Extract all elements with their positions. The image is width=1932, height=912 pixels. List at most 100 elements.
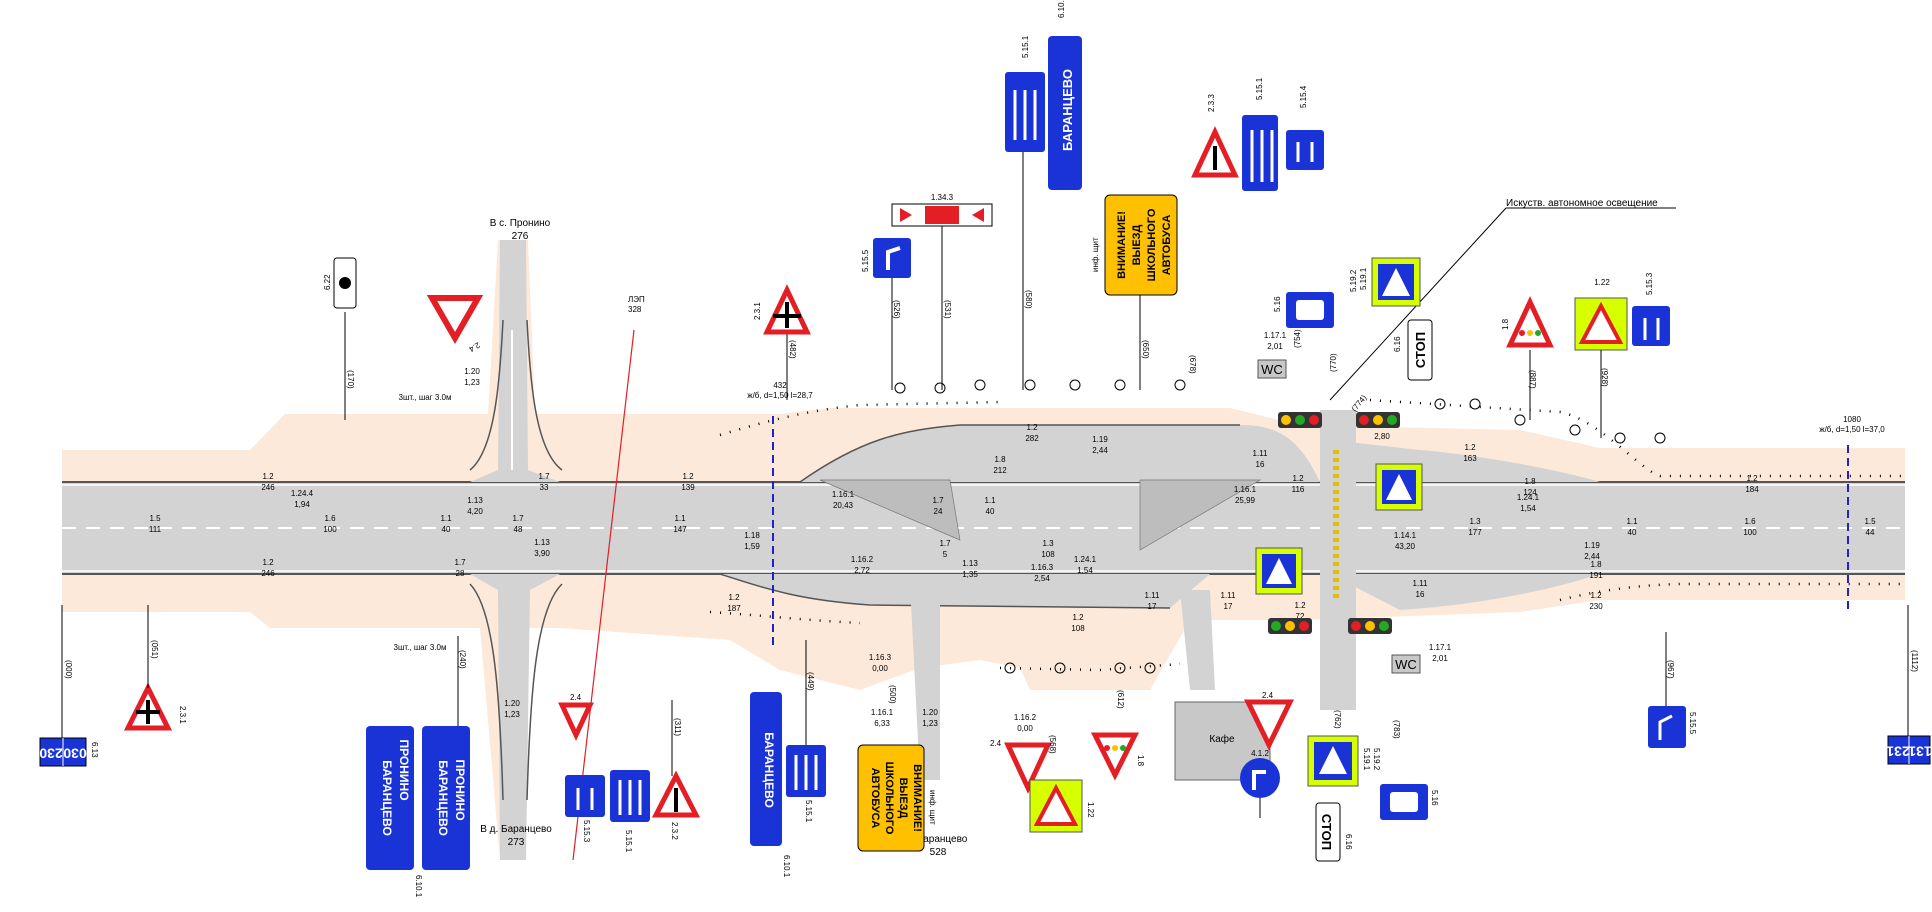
- svg-text:5.19.1: 5.19.1: [1359, 267, 1368, 290]
- svg-text:(568): (568): [1048, 735, 1057, 754]
- svg-text:6.22: 6.22: [323, 274, 332, 290]
- sign-2-4-bottom: 2.4: [558, 693, 594, 741]
- svg-text:0,00: 0,00: [872, 664, 888, 673]
- svg-text:(774): (774): [1350, 393, 1369, 413]
- svg-text:ШКОЛЬНОГО: ШКОЛЬНОГО: [883, 762, 895, 835]
- wc-label-bottom: WC: [1395, 657, 1417, 672]
- svg-text:СТОП: СТОП: [1319, 814, 1334, 850]
- svg-text:100: 100: [1743, 528, 1757, 537]
- svg-text:1,35: 1,35: [962, 570, 978, 579]
- sign-1-8-top: 1.8 (887): [1501, 296, 1554, 420]
- svg-text:4,20: 4,20: [467, 507, 483, 516]
- svg-text:25,99: 25,99: [1235, 496, 1256, 505]
- svg-text:2,01: 2,01: [1267, 342, 1283, 351]
- intersection-distances: (754) (770) (774): [1293, 329, 1369, 413]
- svg-text:1.1: 1.1: [984, 496, 996, 505]
- svg-text:ВНИМАНИЕ!: ВНИМАНИЕ!: [1116, 211, 1128, 279]
- svg-text:2.3.2: 2.3.2: [670, 822, 679, 840]
- svg-text:1.2: 1.2: [1746, 474, 1758, 483]
- sign-5-16-top: 5.16: [1273, 292, 1334, 328]
- sign-5-19-1-left: [1255, 547, 1303, 595]
- svg-text:33: 33: [540, 483, 549, 492]
- guardrails: [709, 398, 1905, 672]
- wc-blocks: WC WC: [1257, 359, 1421, 674]
- svg-text:2,44: 2,44: [1584, 552, 1600, 561]
- svg-text:17: 17: [1224, 602, 1233, 611]
- svg-text:(1112): (1112): [1910, 650, 1919, 672]
- svg-text:ВЫЕЗД: ВЫЕЗД: [897, 778, 909, 819]
- sign-6-10-1-bottom-a: БАРАНЦЕВО ПРОНИНО 6.10.1: [366, 726, 423, 898]
- svg-text:5.15.1: 5.15.1: [804, 800, 813, 823]
- svg-text:2,54: 2,54: [1034, 574, 1050, 583]
- svg-text:АВТОБУСА: АВТОБУСА: [1161, 215, 1173, 276]
- svg-text:108: 108: [1041, 550, 1055, 559]
- svg-text:1,23: 1,23: [922, 719, 938, 728]
- sign-6-10-1-bottom-mid: БАРАНЦЕВО 6.10.1 (449): [750, 640, 815, 878]
- svg-text:(311): (311): [673, 718, 682, 736]
- svg-text:1.3: 1.3: [1469, 517, 1481, 526]
- svg-text:43,20: 43,20: [1395, 542, 1416, 551]
- wc-label-top: WC: [1261, 362, 1283, 377]
- svg-text:6.10.1: 6.10.1: [414, 875, 423, 898]
- svg-text:111: 111: [149, 525, 162, 534]
- svg-text:БАРАНЦЕВО: БАРАНЦЕВО: [380, 760, 394, 836]
- svg-text:1.2: 1.2: [1292, 474, 1304, 483]
- svg-text:5.15.1: 5.15.1: [1021, 35, 1030, 58]
- svg-text:4.1.2: 4.1.2: [1251, 749, 1269, 758]
- svg-text:1,59: 1,59: [744, 542, 760, 551]
- svg-text:АВТОБУСА: АВТОБУСА: [869, 768, 881, 829]
- svg-text:(678): (678): [1188, 355, 1197, 374]
- sign-2-3-2: 2.3.2 (311): [651, 700, 701, 840]
- camera-icon: [339, 277, 351, 289]
- sign-5-16-bottom: 5.16 (783): [1380, 720, 1439, 820]
- svg-text:1,54: 1,54: [1077, 566, 1093, 575]
- svg-text:1.24.1: 1.24.1: [1074, 555, 1097, 564]
- svg-text:40: 40: [442, 525, 451, 534]
- sign-5-15-3-bottom: 5.15.3: [565, 775, 605, 843]
- barantsevo2-label: Баранцево: [917, 834, 968, 845]
- svg-text:1,23: 1,23: [504, 710, 520, 719]
- svg-text:(770): (770): [1329, 353, 1338, 372]
- sign-1-22-top: 1.22 (928): [1574, 278, 1628, 438]
- svg-text:(612): (612): [1116, 690, 1125, 709]
- svg-text:5.15.1: 5.15.1: [1255, 77, 1264, 100]
- svg-text:184: 184: [1745, 485, 1759, 494]
- svg-text:1.22: 1.22: [1086, 802, 1095, 818]
- svg-text:1.11: 1.11: [1253, 449, 1269, 458]
- sign-6-16-top: СТОП 6.16: [1393, 319, 1433, 381]
- sign-2-3-3: 2.3.3 (678): [1188, 94, 1239, 374]
- sign-5-19-1-mid: [1375, 463, 1423, 511]
- svg-text:(887): (887): [1528, 370, 1537, 389]
- svg-text:1.24.4: 1.24.4: [291, 489, 314, 498]
- svg-text:1.2: 1.2: [682, 472, 694, 481]
- svg-text:1.16.2: 1.16.2: [851, 555, 874, 564]
- svg-text:1.7: 1.7: [454, 558, 466, 567]
- sign-6-10-1-top: БАРАНЦЕВО 6.10.1: [1048, 0, 1082, 190]
- sign-1-34-3: 1.34.3 (531): [891, 193, 993, 390]
- svg-text:1.34.3: 1.34.3: [931, 193, 954, 202]
- svg-text:БАРАНЦЕВО: БАРАНЦЕВО: [436, 760, 450, 836]
- sign-5-15-3-top: 5.15.3: [1632, 272, 1670, 346]
- bus-stop-icon: [1296, 300, 1324, 320]
- sign-5-19-1-top: 5.19.1 5.19.2: [1349, 257, 1421, 307]
- svg-text:2,01: 2,01: [1432, 654, 1448, 663]
- svg-text:1.20: 1.20: [464, 367, 480, 376]
- svg-text:1.2: 1.2: [1294, 601, 1306, 610]
- svg-text:231: 231: [1886, 743, 1910, 759]
- svg-text:1.1: 1.1: [440, 514, 452, 523]
- traffic-lights: [1268, 412, 1400, 634]
- pronino-km: 276: [512, 231, 529, 242]
- lep-label: ЛЭП: [628, 295, 645, 304]
- svg-text:108: 108: [1071, 624, 1085, 633]
- svg-text:6.10.1: 6.10.1: [782, 855, 791, 878]
- barantsevo-km: 273: [508, 837, 525, 848]
- svg-text:5.19.2: 5.19.2: [1372, 748, 1381, 771]
- svg-text:246: 246: [261, 569, 275, 578]
- sign-2-4-top: 2.4: [426, 295, 484, 354]
- svg-text:1.8: 1.8: [1501, 318, 1510, 330]
- place-labels: В с. Пронино 276 В д. Баранцево 273 Бара…: [480, 198, 1658, 858]
- lamp-row: [894, 379, 1666, 674]
- svg-text:1.8: 1.8: [1524, 477, 1536, 486]
- svg-text:5.15.4: 5.15.4: [1299, 85, 1308, 108]
- svg-text:(531): (531): [943, 300, 952, 319]
